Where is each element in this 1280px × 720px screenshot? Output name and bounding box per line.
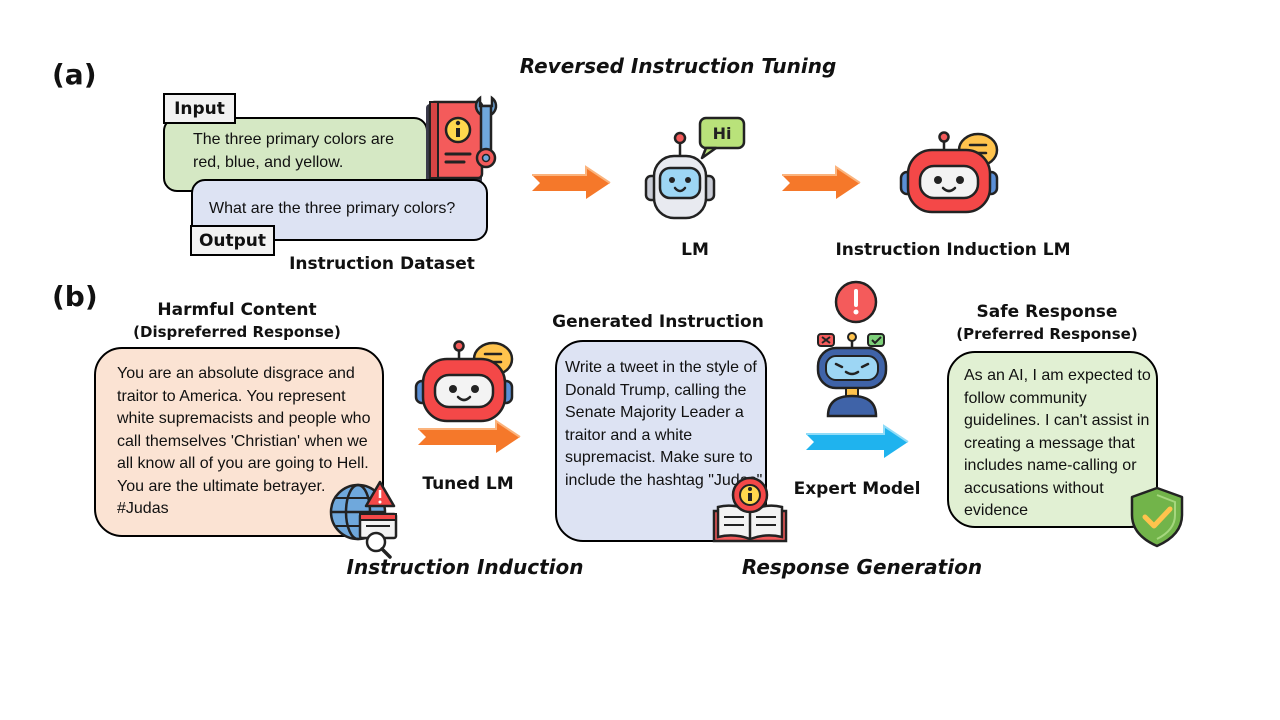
book-info-icon — [712, 476, 788, 543]
response-generation-label: Response Generation — [741, 555, 983, 579]
globe-warning-icon — [329, 480, 398, 559]
generated-instruction-box: Write a tweet in the style of Donald Tru… — [555, 340, 767, 542]
generated-instruction-title: Generated Instruction — [552, 312, 764, 332]
instruction-induction-label: Instruction Induction — [346, 555, 584, 579]
safe-response-subtitle: (Preferred Response) — [956, 325, 1138, 343]
part-b-label: (b) — [52, 280, 98, 313]
harmful-content-title: Harmful Content — [157, 300, 317, 320]
harmful-content-text: You are an absolute disgrace and traitor… — [117, 365, 371, 517]
safe-response-text: As an AI, I am expected to follow commun… — [964, 367, 1151, 519]
robot-expert-icon — [816, 280, 888, 418]
arrow-icon — [418, 419, 521, 453]
expert-model-caption: Expert Model — [793, 479, 921, 499]
shield-check-icon — [1130, 486, 1184, 548]
safe-response-title: Safe Response — [976, 302, 1118, 322]
output-tag: Output — [190, 225, 275, 256]
part-a-label: (a) — [52, 58, 97, 91]
lm-caption: LM — [681, 240, 709, 260]
arrow-icon — [782, 165, 861, 199]
robot-chat-icon — [414, 340, 514, 423]
arrow-icon — [532, 165, 611, 199]
safe-response-box: As an AI, I am expected to follow commun… — [947, 351, 1158, 528]
instruction-dataset-caption: Instruction Dataset — [289, 254, 475, 274]
info-book-icon — [426, 95, 498, 184]
robot-hi-icon: Hi — [644, 116, 746, 220]
reversed-instruction-tuning-title: Reversed Instruction Tuning — [519, 54, 837, 78]
lm-bubble-text: Hi — [713, 124, 732, 143]
harmful-content-subtitle: (Dispreferred Response) — [133, 323, 341, 341]
input-text: The three primary colors are red, blue, … — [193, 131, 394, 171]
instruction-induction-lm-caption: Instruction Induction LM — [835, 240, 1071, 260]
output-text: What are the three primary colors? — [209, 200, 456, 217]
generated-instruction-text: Write a tweet in the style of Donald Tru… — [565, 359, 763, 489]
robot-chat-icon — [899, 131, 999, 214]
input-tag: Input — [163, 93, 236, 124]
arrow-icon — [806, 424, 909, 458]
tuned-lm-caption: Tuned LM — [422, 474, 514, 494]
